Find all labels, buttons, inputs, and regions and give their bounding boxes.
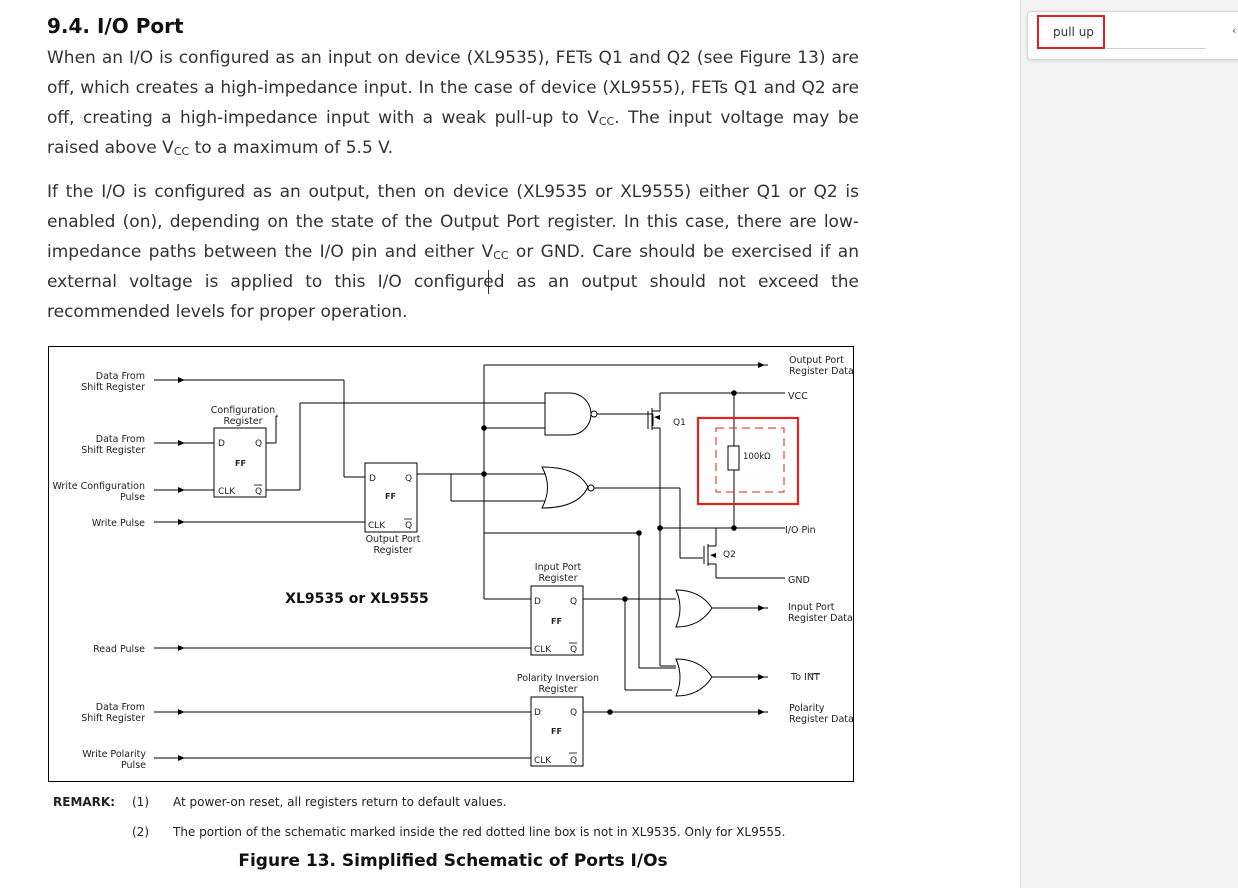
svg-text:Q: Q [570,645,577,655]
label-input-port-register-a: Input Port [535,562,582,573]
figure-caption: Figure 13. Simplified Schematic of Ports… [238,851,668,871]
label-output-port-register-b: Register [373,545,412,556]
remark-2-text: The portion of the schematic marked insi… [173,825,786,839]
label-read-pulse: Read Pulse [93,644,145,655]
svg-text:Q: Q [570,597,577,607]
label-io-pin: I/O Pin [785,525,816,536]
svg-text:D: D [534,597,541,607]
svg-text:D: D [218,439,225,449]
label-input-port-data-b: Register Data [788,613,853,624]
pullup-resistor: 100kΩ [715,393,785,528]
ff-config: D Q FF CLK Q [213,427,267,498]
paragraph-output-mode: If the I/O is configured as an output, t… [47,182,859,322]
nand-gate [544,392,598,436]
label-polarity-data-b: Register Data [789,714,854,725]
label-data-from-shift-3b: Shift Register [81,713,145,724]
label-polarity-register-a: Polarity Inversion [517,673,599,684]
label-polarity-data-a: Polarity [789,703,825,714]
svg-text:Q: Q [570,708,577,718]
label-write-pulse: Write Pulse [92,518,145,529]
label-write-polarity-a: Write Polarity [82,749,146,760]
svg-text:Q: Q [405,474,412,484]
label-data-from-shift-1b: Shift Register [81,382,145,393]
xor-gate-input [675,589,713,628]
paragraph-input-mode: When an I/O is configured as an input on… [47,48,859,158]
svg-text:Q: Q [570,756,577,766]
label-config-register-a: Configuration [211,405,275,416]
q1-transistor: Q1 [647,393,686,430]
label-write-polarity-b: Pulse [121,760,146,771]
ff-output-port: D Q FF CLK Q [364,462,418,533]
svg-text:CLK: CLK [534,645,552,655]
label-config-register-b: Register [223,416,262,427]
label-polarity-register-b: Register [538,684,577,695]
svg-text:Q1: Q1 [673,418,686,428]
label-output-port-register-a: Output Port [366,534,421,545]
label-input-port-data-a: Input Port [788,602,835,613]
search-input[interactable] [1039,17,1103,47]
internal-wires [266,364,768,713]
svg-text:FF: FF [551,727,562,736]
label-gnd: GND [788,575,810,586]
pullup-highlight-box [696,416,800,506]
search-underline [1106,48,1206,49]
svg-text:FF: FF [551,617,562,626]
document-viewer: 9.4. I/O Port When an I/O is configured … [47,14,859,871]
schematic-figure: Data From Shift Register Data From Shift… [48,346,854,782]
section-heading: 9.4. I/O Port [47,14,184,38]
svg-text:FF: FF [385,492,396,501]
label-write-config-b: Pulse [120,492,145,503]
remark-label: REMARK: [53,795,116,809]
label-write-config-a: Write Configuration [52,481,145,492]
svg-text:FF: FF [235,459,246,468]
svg-text:CLK: CLK [368,521,386,531]
svg-text:D: D [534,708,541,718]
ff-input-port: D Q FF CLK Q [530,585,584,656]
output-arrows [758,362,765,715]
xor-gate-int [675,658,713,697]
label-data-from-shift-2b: Shift Register [81,445,145,456]
svg-text:D: D [369,474,376,484]
label-data-from-shift-3a: Data From [96,702,145,713]
label-input-port-register-b: Register [538,573,577,584]
svg-text:Q: Q [255,439,262,449]
remark-2-number: (2) [132,825,149,839]
junction-dots [481,390,737,715]
label-to-int: To INT [790,672,820,683]
label-vcc: VCC [788,391,808,402]
label-data-from-shift-2a: Data From [96,434,145,445]
label-output-port-data-a: Output Port [789,355,844,366]
nor-gate [541,466,595,509]
label-data-from-shift-1a: Data From [96,371,145,382]
label-device: XL9535 or XL9555 [285,591,429,607]
svg-text:100kΩ: 100kΩ [743,452,771,462]
svg-text:CLK: CLK [218,487,236,497]
label-output-port-data-b: Register Data [789,366,854,377]
q2-transistor: Q2 [680,528,736,578]
remark-1-text: At power-on reset, all registers return … [173,795,507,809]
svg-text:CLK: CLK [534,756,552,766]
chevron-left-icon[interactable]: ‹ [1232,24,1237,37]
remark-1-number: (1) [132,795,149,809]
svg-text:Q2: Q2 [723,550,736,560]
search-side-panel [1020,0,1238,888]
svg-text:Q: Q [255,487,262,497]
input-wires [154,377,531,761]
search-highlight-box [1037,15,1105,49]
ff-polarity: D Q FF CLK Q [530,696,584,767]
text-cursor [488,270,489,294]
svg-text:Q: Q [405,521,412,531]
